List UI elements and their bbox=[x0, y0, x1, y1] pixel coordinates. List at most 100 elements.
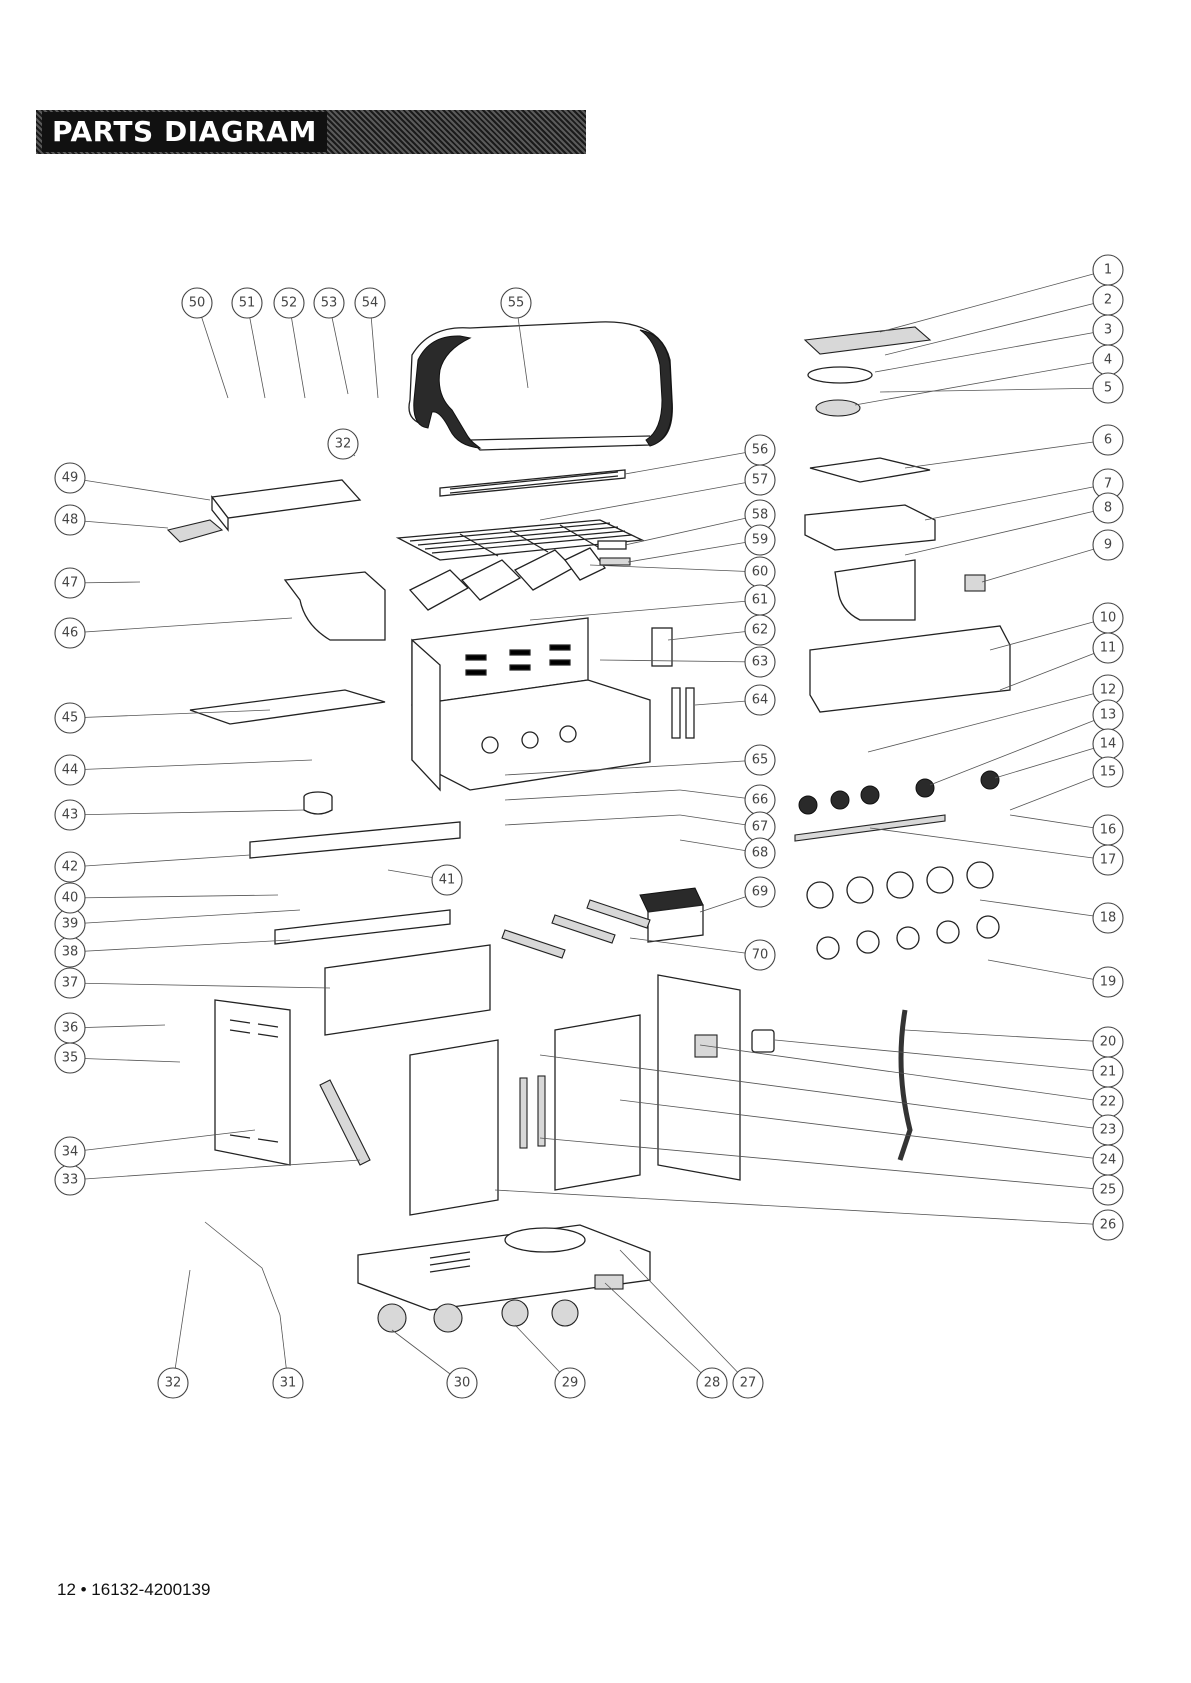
callout-55: 55 bbox=[501, 288, 531, 318]
callout-number: 4 bbox=[1104, 353, 1112, 368]
callout-30: 30 bbox=[447, 1368, 477, 1398]
leader-line-35 bbox=[70, 1058, 180, 1062]
callout-54: 54 bbox=[355, 288, 385, 318]
leader-line-49 bbox=[70, 478, 210, 500]
callout-number: 56 bbox=[752, 443, 769, 458]
callout-number: 62 bbox=[752, 623, 769, 638]
callout-number: 26 bbox=[1100, 1218, 1117, 1233]
callout-60: 60 bbox=[745, 557, 775, 587]
callout-number: 57 bbox=[752, 473, 769, 488]
callout-number: 19 bbox=[1100, 975, 1117, 990]
callout-40: 40 bbox=[55, 883, 85, 913]
callout-number: 9 bbox=[1104, 538, 1112, 553]
leader-line-32 bbox=[173, 1270, 190, 1383]
callout-number: 64 bbox=[752, 693, 769, 708]
leader-line-59 bbox=[628, 540, 760, 562]
leader-line-18 bbox=[980, 900, 1108, 918]
leader-line-40 bbox=[70, 895, 278, 898]
leader-line-63 bbox=[600, 660, 760, 662]
callout-number: 13 bbox=[1100, 708, 1117, 723]
callout-number: 60 bbox=[752, 565, 769, 580]
callout-6: 6 bbox=[1093, 425, 1123, 455]
callout-36: 36 bbox=[55, 1013, 85, 1043]
callout-21: 21 bbox=[1093, 1057, 1123, 1087]
callout-42: 42 bbox=[55, 852, 85, 882]
leader-line-60 bbox=[590, 565, 760, 572]
leader-line-11 bbox=[1000, 648, 1108, 690]
callout-15: 15 bbox=[1093, 757, 1123, 787]
callout-number: 42 bbox=[62, 860, 79, 875]
callout-41: 41 bbox=[432, 865, 462, 895]
callout-33: 33 bbox=[55, 1165, 85, 1195]
callout-number: 49 bbox=[62, 471, 79, 486]
callout-number: 20 bbox=[1100, 1035, 1117, 1050]
leader-line-56 bbox=[625, 450, 760, 474]
leader-line-15 bbox=[1010, 772, 1108, 810]
callout-number: 39 bbox=[62, 917, 79, 932]
callout-31: 31 bbox=[273, 1368, 303, 1398]
callout-number: 21 bbox=[1100, 1065, 1117, 1080]
callout-26: 26 bbox=[1093, 1210, 1123, 1240]
callout-number: 5 bbox=[1104, 381, 1112, 396]
callout-number: 1 bbox=[1104, 263, 1112, 278]
leader-line-4 bbox=[855, 360, 1108, 405]
leader-line-14 bbox=[995, 744, 1108, 778]
callout-11: 11 bbox=[1093, 633, 1123, 663]
leader-line-61 bbox=[530, 600, 760, 620]
callout-number: 51 bbox=[239, 296, 256, 311]
callout-number: 47 bbox=[62, 576, 79, 591]
callout-number: 53 bbox=[321, 296, 338, 311]
callout-number: 50 bbox=[189, 296, 206, 311]
leader-line-9 bbox=[982, 545, 1108, 582]
callout-63: 63 bbox=[745, 647, 775, 677]
parts-artwork bbox=[168, 322, 1010, 1332]
leader-line-42 bbox=[70, 855, 250, 867]
callout-57: 57 bbox=[745, 465, 775, 495]
callout-13: 13 bbox=[1093, 700, 1123, 730]
callout-number: 43 bbox=[62, 808, 79, 823]
callout-10: 10 bbox=[1093, 603, 1123, 633]
callout-9: 9 bbox=[1093, 530, 1123, 560]
callout-1: 1 bbox=[1093, 255, 1123, 285]
callout-64: 64 bbox=[745, 685, 775, 715]
callout-49: 49 bbox=[55, 463, 85, 493]
callout-number: 54 bbox=[362, 296, 379, 311]
callout-number: 29 bbox=[562, 1376, 579, 1391]
callout-37: 37 bbox=[55, 968, 85, 998]
callout-62: 62 bbox=[745, 615, 775, 645]
callout-70: 70 bbox=[745, 940, 775, 970]
callout-number: 66 bbox=[752, 793, 769, 808]
callout-number: 36 bbox=[62, 1021, 79, 1036]
callout-number: 12 bbox=[1100, 683, 1117, 698]
callout-number: 35 bbox=[62, 1051, 79, 1066]
callout-32: 32 bbox=[158, 1368, 188, 1398]
callout-3: 3 bbox=[1093, 315, 1123, 345]
leader-line-37 bbox=[70, 983, 330, 988]
callout-number: 28 bbox=[704, 1376, 721, 1391]
callout-50: 50 bbox=[182, 288, 212, 318]
callout-29: 29 bbox=[555, 1368, 585, 1398]
leader-line-20 bbox=[905, 1030, 1108, 1042]
leader-line-38 bbox=[70, 940, 290, 952]
callout-35: 35 bbox=[55, 1043, 85, 1073]
leader-line-43 bbox=[70, 810, 304, 815]
callout-number: 68 bbox=[752, 846, 769, 861]
callout-number: 70 bbox=[752, 948, 769, 963]
callout-number: 3 bbox=[1104, 323, 1112, 338]
callout-59: 59 bbox=[745, 525, 775, 555]
callout-number: 10 bbox=[1100, 611, 1117, 626]
callout-number: 7 bbox=[1104, 477, 1112, 492]
callout-38: 38 bbox=[55, 937, 85, 967]
callout-43: 43 bbox=[55, 800, 85, 830]
callout-number: 8 bbox=[1104, 501, 1112, 516]
callout-68: 68 bbox=[745, 838, 775, 868]
leader-line-70 bbox=[630, 938, 760, 955]
callout-number: 18 bbox=[1100, 911, 1117, 926]
leader-line-5 bbox=[880, 388, 1108, 392]
callout-number: 15 bbox=[1100, 765, 1117, 780]
callout-52: 52 bbox=[274, 288, 304, 318]
leader-line-2 bbox=[885, 300, 1108, 355]
callout-number: 33 bbox=[62, 1173, 79, 1188]
callout-number: 30 bbox=[454, 1376, 471, 1391]
